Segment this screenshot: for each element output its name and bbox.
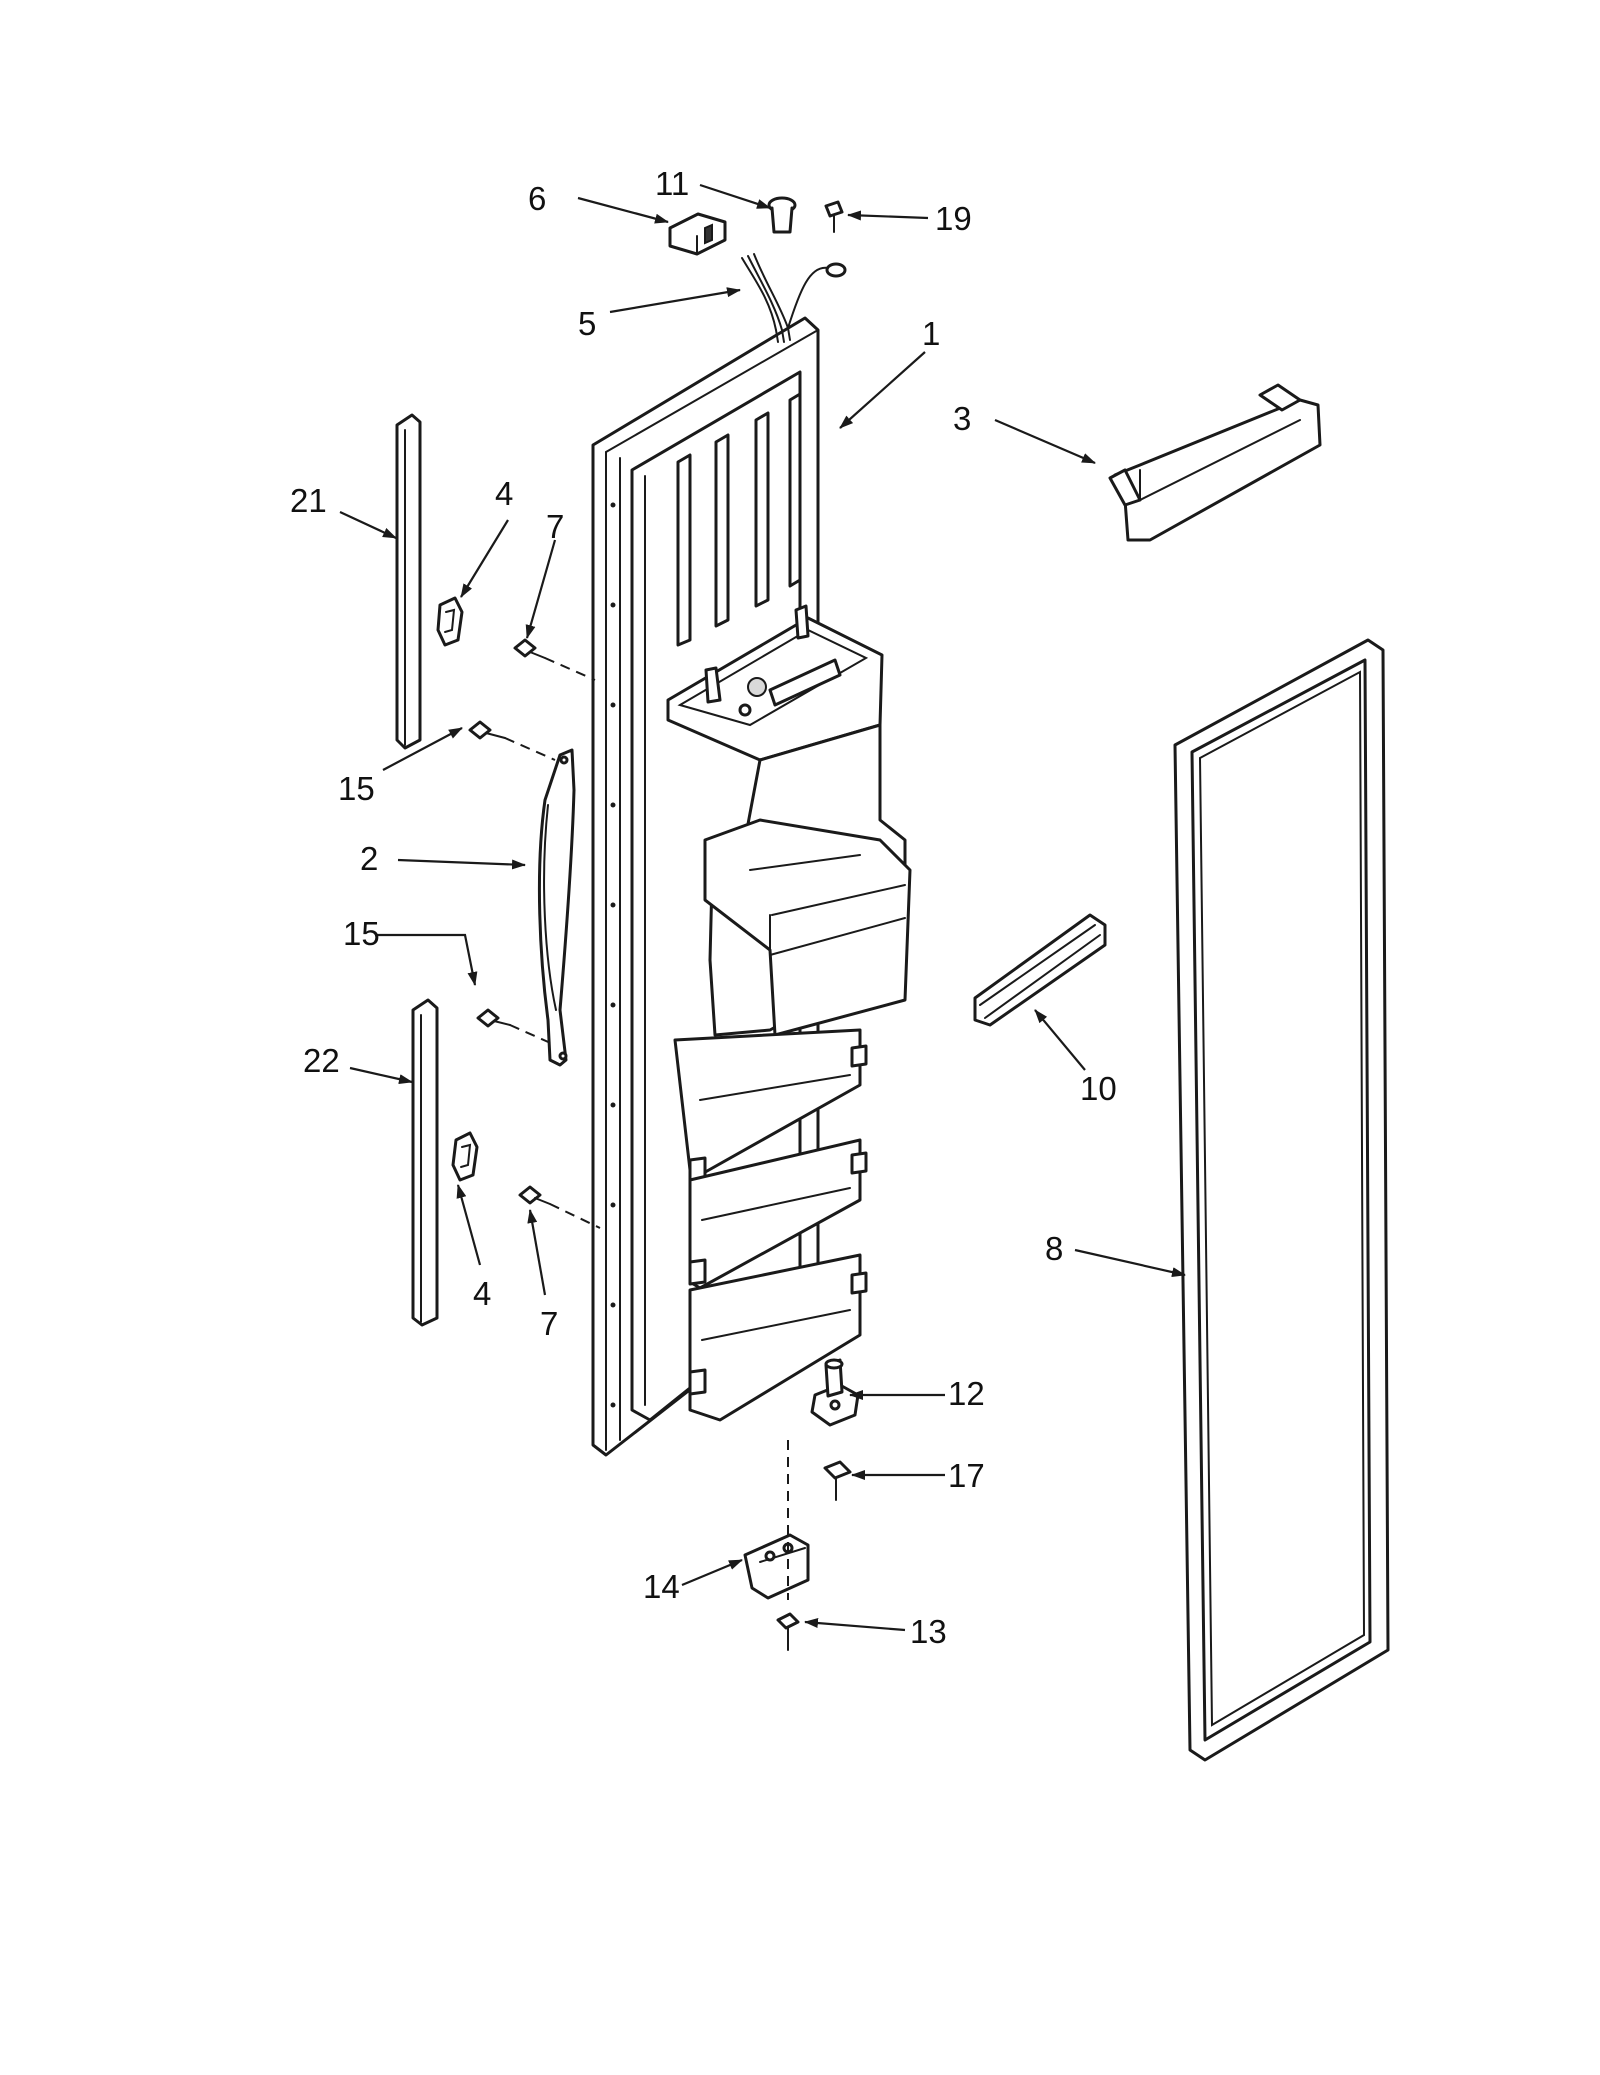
callout-1: 1 [922,315,940,352]
callout-10: 10 [1080,1070,1117,1107]
callout-4a: 4 [495,475,513,512]
callout-15a: 15 [338,770,375,807]
hinge-screw-upper-part [823,1460,852,1501]
wire-harness-part [741,253,829,343]
callout-22: 22 [303,1042,340,1079]
callout-11: 11 [655,165,689,202]
callout-19: 19 [935,200,972,237]
callout-15b: 15 [343,915,380,952]
callout-21: 21 [290,482,327,519]
callout-17: 17 [948,1457,985,1494]
callout-13: 13 [910,1613,947,1650]
hinge-bracket-part [743,1533,810,1600]
trim-clip-upper-part [436,596,464,647]
hinge-pin-part [810,1358,860,1427]
door-shelf-part [1108,383,1322,542]
bin-rail-part [973,913,1107,1027]
upper-trim-strip-part [395,413,422,750]
hinge-screw-lower-part [776,1612,800,1651]
lower-trim-strip-part [411,998,439,1327]
callout-3: 3 [953,400,971,437]
callout-12: 12 [948,1375,985,1412]
trim-screw-lower-part [518,1185,551,1205]
callout-7a: 7 [546,508,564,545]
callout-labels: 6 11 19 5 1 3 21 4 7 15 2 15 22 4 7 10 8… [290,165,1117,1650]
door-gasket-part [1173,638,1390,1762]
callout-14: 14 [643,1568,680,1605]
connector-part [668,212,727,256]
handle-screw-upper-part [468,720,506,740]
callout-7b: 7 [540,1305,558,1342]
callout-8: 8 [1045,1230,1063,1267]
plug-part [767,196,797,234]
door-handle-part [537,748,576,1067]
callout-5: 5 [578,305,596,342]
ground-screw-part [824,200,847,278]
door-panel-assembly [591,316,912,1457]
trim-clip-lower-part [451,1131,479,1182]
handle-screw-lower-part [476,1008,511,1028]
trim-screw-upper-part [513,638,546,659]
door-bins [673,1028,868,1422]
callout-4b: 4 [473,1275,491,1312]
assembly-lines [504,657,789,1600]
door-edge-holes [610,502,616,1408]
callout-2: 2 [360,840,378,877]
callout-6: 6 [528,180,546,217]
callout-leaders [339,183,1186,1632]
